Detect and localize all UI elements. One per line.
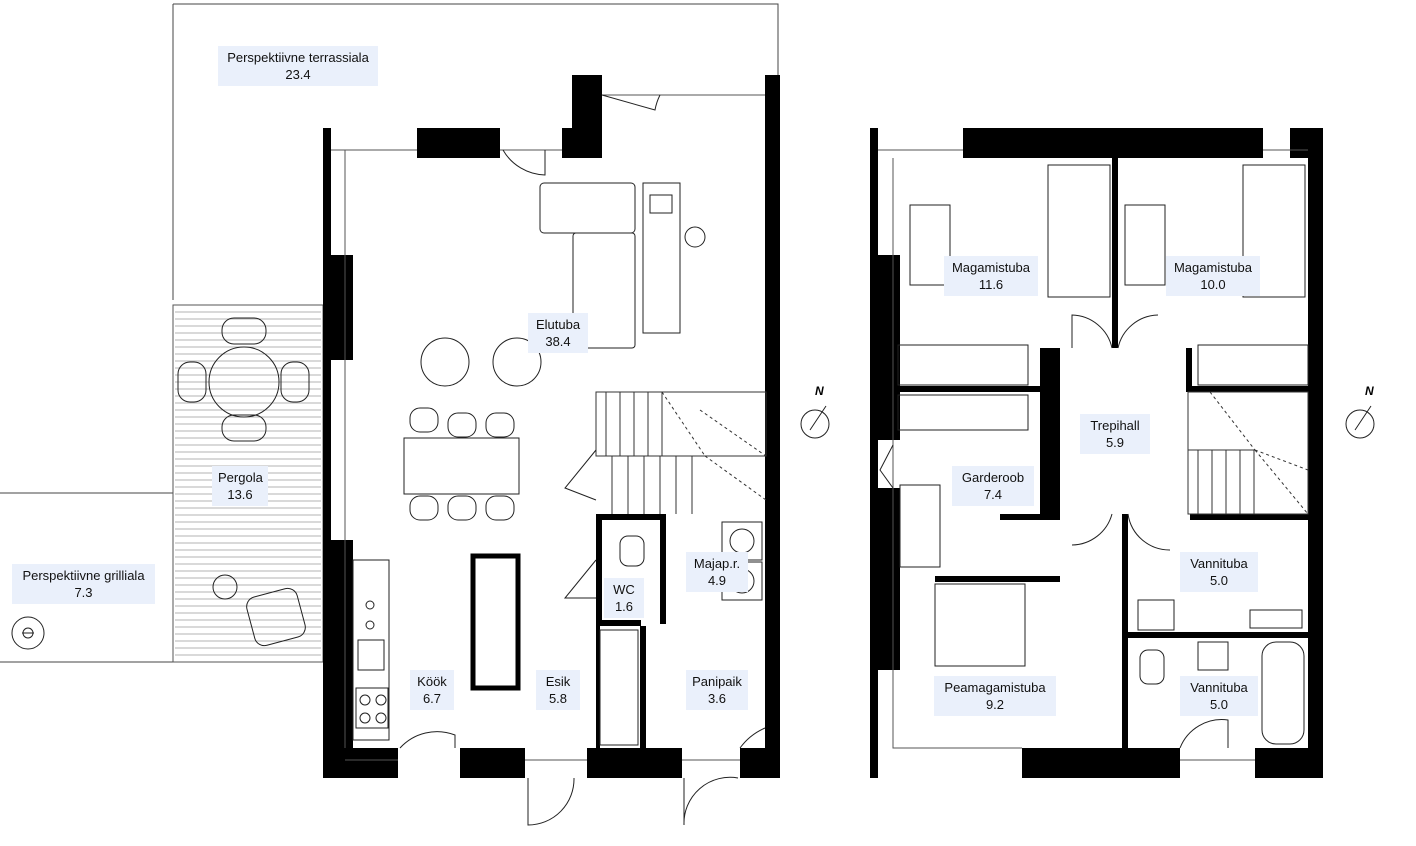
room-name: Garderoob [961, 470, 1025, 485]
room-name: Vannituba [1190, 556, 1248, 571]
room-name: Esik [545, 674, 571, 689]
entrance-door [527, 776, 739, 826]
room-label-stair-hall: Trepihall 5.9 [1080, 414, 1150, 454]
room-name: Majap.r. [693, 556, 741, 571]
room-label-bathroom-2: Vannituba 5.0 [1180, 676, 1258, 716]
sofa [539, 182, 636, 234]
grill-area-outline [0, 492, 173, 663]
room-name: Vannituba [1190, 680, 1248, 695]
room-area: 5.0 [1209, 697, 1229, 712]
room-label-kitchen: Köök 6.7 [410, 670, 454, 710]
room-area: 1.6 [614, 599, 634, 614]
compass-north-ground: N [815, 382, 845, 426]
room-area: 5.8 [548, 691, 568, 706]
room-area: 7.3 [74, 585, 93, 600]
room-area: 4.9 [707, 573, 727, 588]
room-name: Panipaik [692, 674, 742, 689]
room-area: 10.0 [1200, 277, 1226, 292]
room-label-living-room: Elutuba 38.4 [528, 313, 588, 353]
room-label-terrace: Perspektiivne terrassiala 23.4 [218, 46, 378, 86]
room-name: Pergola [218, 470, 263, 485]
room-area: 11.6 [978, 277, 1004, 292]
upper-floor-walls [870, 128, 1323, 778]
armchair [420, 337, 470, 387]
ground-stairs [595, 391, 767, 514]
room-label-bedroom-1: Magamistuba 11.6 [944, 256, 1038, 296]
room-area: 13.6 [227, 487, 253, 502]
armchair [492, 337, 542, 387]
room-name: Perspektiivne grilliala [22, 568, 145, 583]
room-label-wardrobe: Garderoob 7.4 [952, 466, 1034, 506]
room-name: Peamagamistuba [944, 680, 1046, 695]
north-label: N [1365, 384, 1374, 398]
compass-north-upper: N [1365, 382, 1395, 426]
bed [934, 583, 1026, 667]
room-area: 6.7 [422, 691, 442, 706]
room-label-wc: WC 1.6 [604, 578, 644, 618]
dining-table [403, 437, 520, 495]
room-name: Magamistuba [951, 260, 1031, 275]
room-area: 7.4 [983, 487, 1003, 502]
room-label-bedroom-2: Magamistuba 10.0 [1166, 256, 1260, 296]
room-area: 5.9 [1105, 435, 1125, 450]
room-area: 38.4 [545, 334, 571, 349]
pergola-deck-planks [175, 311, 321, 656]
north-label: N [815, 384, 824, 398]
bed [1047, 164, 1111, 298]
room-label-grill-area: Perspektiivne grilliala 7.3 [12, 564, 155, 604]
bed [1242, 164, 1306, 298]
lounge-chair [246, 587, 306, 647]
room-area: 3.6 [707, 691, 727, 706]
room-name: Köök [417, 674, 447, 689]
room-area: 9.2 [985, 697, 1005, 712]
pergola-table [208, 346, 280, 418]
room-label-master-bedroom: Peamagamistuba 9.2 [934, 676, 1056, 716]
dining-chairs [409, 407, 515, 521]
kitchen-counter [352, 559, 390, 741]
room-label-pergola: Pergola 13.6 [212, 466, 268, 506]
laptop [649, 194, 673, 214]
room-name: Magamistuba [1173, 260, 1253, 275]
room-area: 23.4 [285, 67, 311, 82]
room-name: Trepihall [1090, 418, 1140, 433]
room-label-storage: Panipaik 3.6 [686, 670, 748, 710]
room-name: Elutuba [535, 317, 581, 332]
terrace-outline [172, 3, 779, 300]
room-area: 5.0 [1209, 573, 1229, 588]
room-label-bathroom-1: Vannituba 5.0 [1180, 552, 1258, 592]
room-name: Perspektiivne terrassiala [227, 50, 369, 65]
room-name: WC [613, 582, 635, 597]
north-compass-icon [800, 405, 1375, 439]
ground-floor-walls [323, 75, 780, 778]
grill-icon [11, 616, 45, 650]
room-label-utility: Majap.r. 4.9 [686, 552, 748, 592]
desk [642, 182, 681, 334]
room-label-hall: Esik 5.8 [536, 670, 580, 710]
